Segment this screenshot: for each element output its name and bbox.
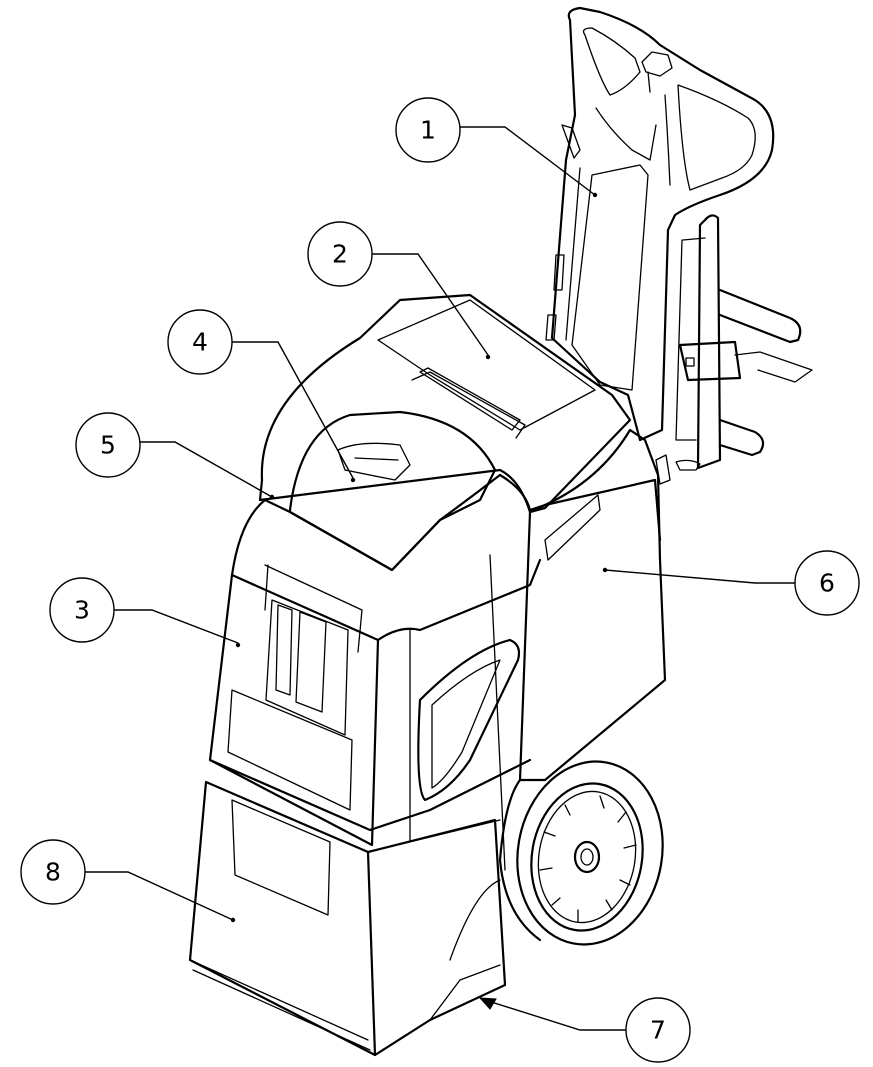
callout-balloon bbox=[307, 221, 373, 287]
leader-dot-8 bbox=[230, 917, 236, 923]
leader-dot-3 bbox=[235, 642, 241, 648]
callout-number: 5 bbox=[100, 431, 116, 460]
body-illustration bbox=[188, 293, 667, 1057]
callout-4: 4 bbox=[167, 309, 233, 375]
callout-8: 8 bbox=[20, 839, 86, 905]
handle-illustration bbox=[545, 6, 813, 485]
callout-balloon bbox=[20, 839, 86, 905]
callout-number: 3 bbox=[74, 596, 90, 625]
callout-number: 2 bbox=[332, 240, 348, 269]
callout-number: 6 bbox=[819, 569, 835, 598]
leader-7 bbox=[484, 999, 626, 1031]
callout-balloon bbox=[794, 550, 860, 616]
leader-dot-5 bbox=[269, 494, 275, 500]
callout-number: 8 bbox=[45, 858, 61, 887]
callout-number: 1 bbox=[420, 116, 436, 145]
leader-lines bbox=[85, 126, 795, 1031]
callout-balloon bbox=[625, 997, 691, 1063]
callout-balloon bbox=[75, 412, 141, 478]
leader-dot-4 bbox=[350, 477, 356, 483]
callout-6: 6 bbox=[794, 550, 860, 616]
callout-number: 7 bbox=[650, 1016, 666, 1045]
leader-6 bbox=[604, 569, 795, 584]
callout-2: 2 bbox=[307, 221, 373, 287]
wheel-illustration bbox=[498, 760, 664, 946]
leader-8 bbox=[85, 871, 234, 921]
leader-dot-1 bbox=[592, 192, 598, 198]
callout-7: 7 bbox=[625, 997, 691, 1063]
leader-1 bbox=[460, 126, 596, 196]
callout-number: 4 bbox=[192, 328, 208, 357]
callout-balloon bbox=[49, 577, 115, 643]
leader-4 bbox=[232, 341, 354, 479]
leader-7-arrowhead bbox=[478, 997, 497, 1010]
leader-2 bbox=[372, 253, 489, 356]
callout-5: 5 bbox=[75, 412, 141, 478]
callout-3: 3 bbox=[49, 577, 115, 643]
leader-dot-2 bbox=[485, 354, 491, 360]
callout-balloon bbox=[395, 97, 461, 163]
leader-dot-6 bbox=[602, 567, 608, 573]
leader-3 bbox=[114, 609, 239, 644]
leader-5 bbox=[140, 441, 273, 498]
callout-1: 1 bbox=[395, 97, 461, 163]
callout-balloon bbox=[167, 309, 233, 375]
